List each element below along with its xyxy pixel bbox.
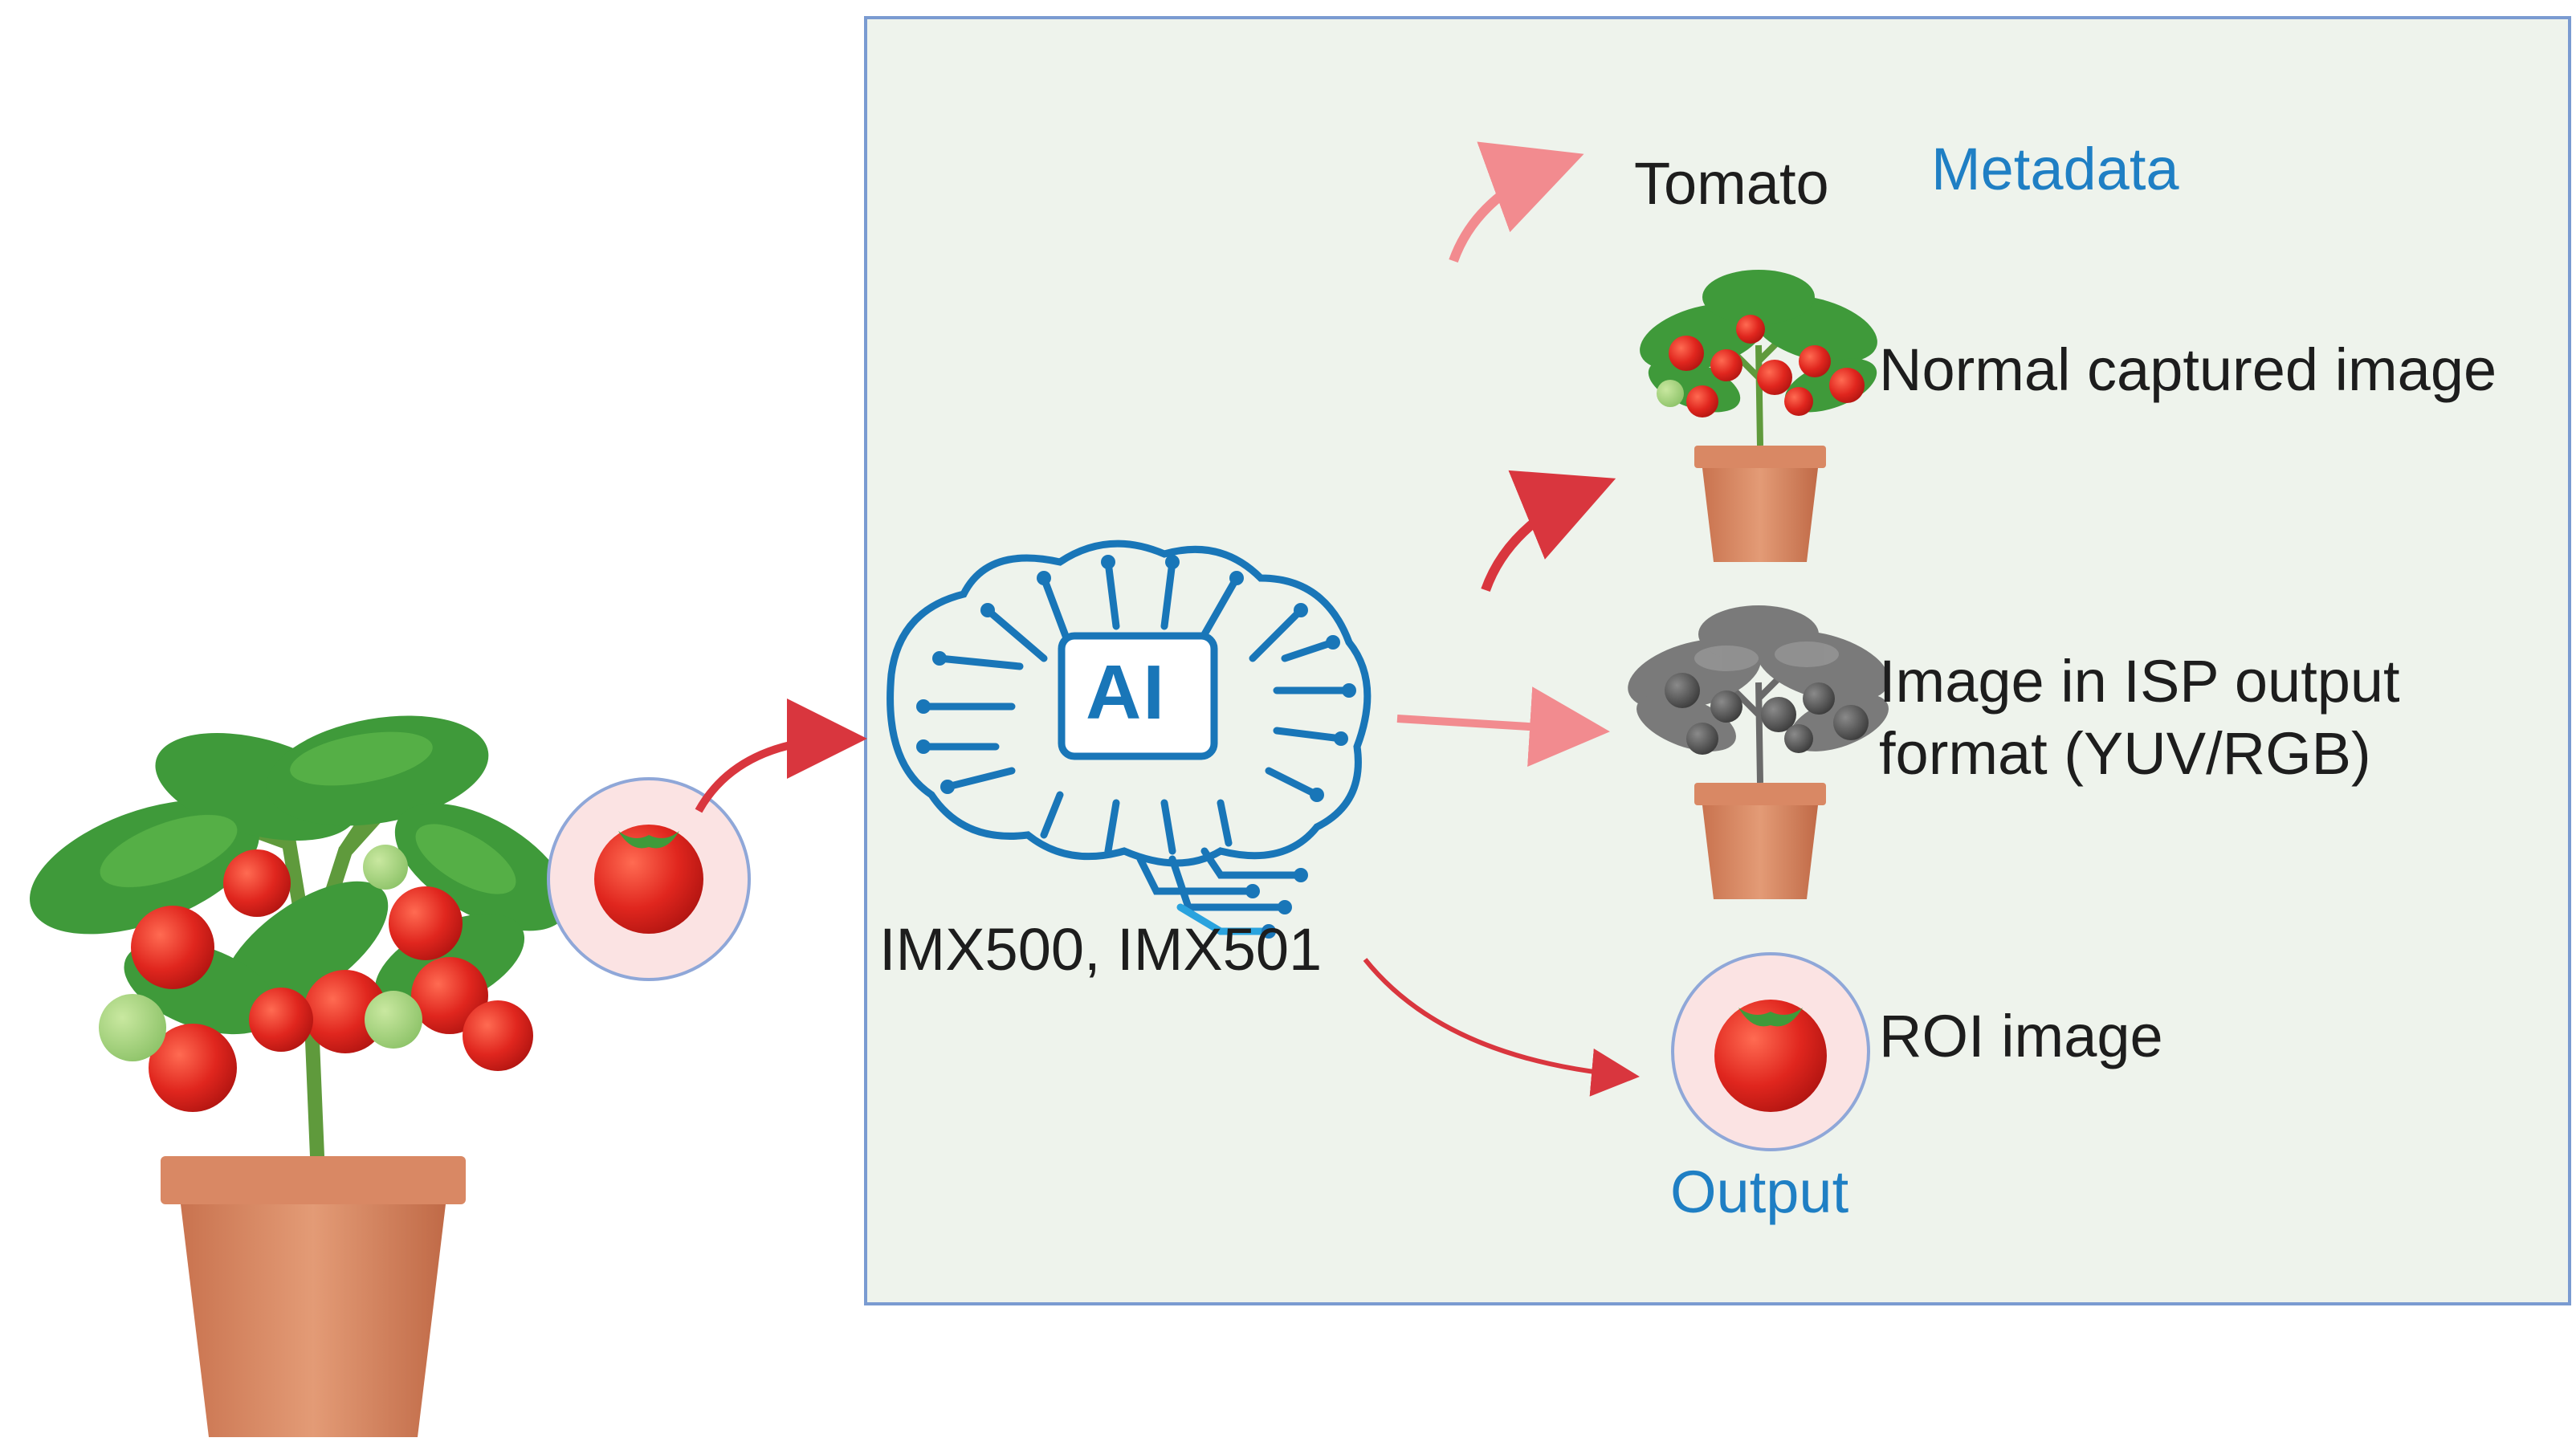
- ai-chip: [1058, 632, 1218, 760]
- isp-image-label-line2: format (YUV/RGB): [1879, 720, 2371, 787]
- isp-image-arrow: [1396, 686, 1610, 768]
- metadata-arrow: [1449, 141, 1584, 263]
- input-arrow: [695, 698, 867, 813]
- ai-chip-label: AI: [1086, 650, 1166, 735]
- roi-image-arrow: [1363, 958, 1640, 1097]
- isp-image-plant-icon: [1628, 605, 1889, 899]
- metadata-value-label: Tomato: [1634, 150, 1829, 217]
- roi-image-circle: [1671, 952, 1870, 1151]
- metadata-tag-label: Metadata: [1931, 136, 2179, 202]
- sensor-model-label: IMX500, IMX501: [879, 916, 1323, 983]
- tomato-plant-icon: [30, 715, 569, 1437]
- isp-image-label-line1: Image in ISP output: [1879, 648, 2400, 715]
- normal-image-arrow: [1481, 470, 1616, 593]
- ai-brain-circuit-icon: [887, 540, 1372, 939]
- normal-image-label: Normal captured image: [1879, 336, 2497, 403]
- normal-image-plant-icon: [1640, 270, 1877, 562]
- output-tag-label: Output: [1670, 1159, 1849, 1225]
- roi-zoom-circle: [547, 777, 751, 981]
- roi-image-label: ROI image: [1879, 1003, 2163, 1069]
